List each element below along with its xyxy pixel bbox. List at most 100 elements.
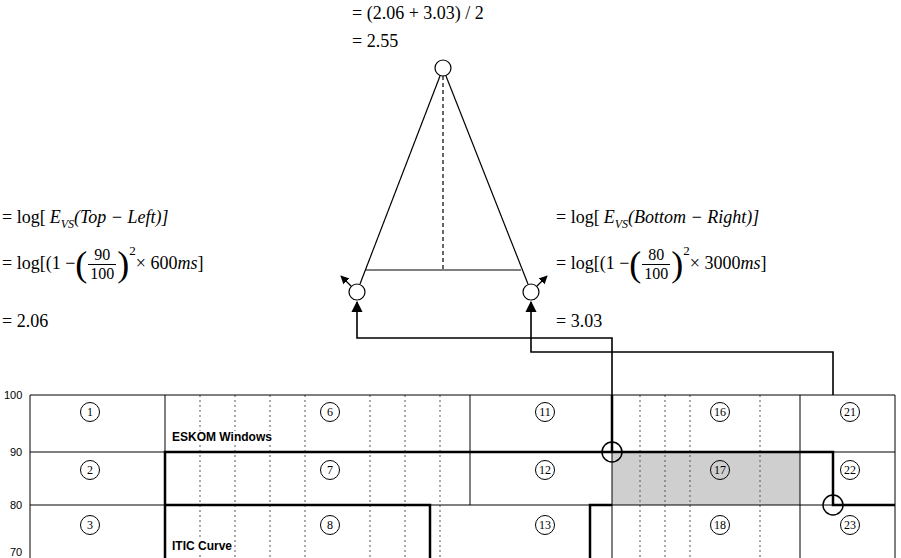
callout-number: 23 xyxy=(840,515,860,535)
formula-text: ) xyxy=(117,246,129,282)
formula-text: = 2.06 xyxy=(2,312,48,332)
formula-text: = log[ xyxy=(2,208,46,228)
formula-text: × 600 xyxy=(136,254,178,274)
corner-circle xyxy=(349,284,365,300)
callout-text: 2 xyxy=(87,464,93,476)
callout-text: 13 xyxy=(539,519,551,531)
formula-text: = 2.55 xyxy=(352,32,398,52)
text-line: ITIC Curve xyxy=(170,540,234,553)
formula-text: E xyxy=(604,208,615,228)
dotted-gridlines xyxy=(200,395,760,558)
callout-text: 8 xyxy=(327,519,333,531)
text-line: 70 xyxy=(10,546,22,558)
itic-curve-line xyxy=(165,505,612,558)
axis-label: 80 xyxy=(10,499,22,511)
text-line: 90 xyxy=(10,446,22,458)
median-line xyxy=(442,76,443,270)
formula-text: ) xyxy=(671,246,683,282)
formula-text: = (2.06 + 3.03) / 2 xyxy=(352,4,484,24)
fraction: 90100 xyxy=(88,246,116,282)
callout-text: 11 xyxy=(539,406,551,418)
fraction: 80100 xyxy=(642,246,670,282)
callout-text: 22 xyxy=(844,464,856,476)
pointer-arrow xyxy=(357,302,612,395)
callout-text: 17 xyxy=(714,464,726,476)
callout-number: 11 xyxy=(535,402,555,422)
callout-number: 21 xyxy=(840,402,860,422)
formula-text: VS xyxy=(61,218,74,231)
curve-label: ITIC Curve xyxy=(170,540,234,553)
fraction-numerator: 80 xyxy=(646,246,666,264)
apex-circle xyxy=(435,60,451,76)
formula-text: (Bottom − Right)] xyxy=(628,208,759,228)
formula-text: ( xyxy=(75,246,87,282)
pointer-arrow xyxy=(531,302,833,395)
axis-label: 70 xyxy=(10,546,22,558)
triangle-base xyxy=(365,269,521,270)
triangle-side xyxy=(360,76,440,284)
callout-number: 1 xyxy=(80,402,100,422)
text-line: 80 xyxy=(10,499,22,511)
formula-text: ] xyxy=(197,254,203,274)
curve-label: ESKOM Windows xyxy=(170,431,274,444)
fraction-denominator: 100 xyxy=(88,264,116,283)
corner-arrow xyxy=(341,276,351,286)
axis-label: 100 xyxy=(4,389,22,401)
callout-text: 1 xyxy=(87,406,93,418)
formula-text: ( xyxy=(629,246,641,282)
callout-number: 16 xyxy=(710,402,730,422)
callout-text: 7 xyxy=(327,464,333,476)
corner-arrow xyxy=(537,276,547,286)
formula-text: (Top − Left)] xyxy=(74,208,169,228)
callout-number: 22 xyxy=(840,460,860,480)
axis-label: 90 xyxy=(10,446,22,458)
callout-number: 2 xyxy=(80,460,100,480)
corner-circle xyxy=(523,284,539,300)
formula-text: VS xyxy=(615,218,628,231)
formula-text: = log[(1 − xyxy=(2,254,75,274)
table-lines xyxy=(30,395,895,558)
text-line: = 3.03 xyxy=(556,312,602,332)
callout-number: 8 xyxy=(320,515,340,535)
formula-text: ms xyxy=(177,254,197,274)
callout-number: 6 xyxy=(320,402,340,422)
crossing-marker xyxy=(823,495,843,515)
formula-text: E xyxy=(50,208,61,228)
callout-number: 18 xyxy=(710,515,730,535)
shaded-region xyxy=(612,452,800,505)
formula-text: = log[ xyxy=(556,208,600,228)
callout-text: 18 xyxy=(714,519,726,531)
callout-number: 12 xyxy=(535,460,555,480)
callout-text: 3 xyxy=(87,519,93,531)
callout-text: 23 xyxy=(844,519,856,531)
grid-table xyxy=(30,395,895,558)
callout-number: 17 xyxy=(710,460,730,480)
callout-text: 21 xyxy=(844,406,856,418)
eskom-window-line xyxy=(165,395,895,558)
formula-text: 2 xyxy=(129,244,136,258)
callout-text: 16 xyxy=(714,406,726,418)
formula-text: ms xyxy=(740,254,760,274)
text-line: = log[(1 −(90100)2× 600ms] xyxy=(2,246,203,282)
formula-text: = 3.03 xyxy=(556,312,602,332)
text-line: 100 xyxy=(4,389,22,401)
formula-text: = log[(1 − xyxy=(556,254,629,274)
text-line: = log[EVS(Bottom − Right)] xyxy=(556,208,759,228)
callout-number: 7 xyxy=(320,460,340,480)
text-line: = 2.06 xyxy=(2,312,48,332)
formula-text: 2 xyxy=(683,244,690,258)
text-line: = 2.55 xyxy=(352,32,398,52)
fraction-numerator: 90 xyxy=(92,246,112,264)
formula-text: ] xyxy=(760,254,766,274)
text-line: = log[(1 −(80100)2× 3000ms] xyxy=(556,246,766,282)
triangle-figure xyxy=(341,60,833,395)
callout-number: 13 xyxy=(535,515,555,535)
text-line: = (2.06 + 3.03) / 2 xyxy=(352,4,484,24)
triangle-side xyxy=(446,76,528,284)
formula-text: × 3000 xyxy=(690,254,741,274)
text-line: = log[EVS(Top − Left)] xyxy=(2,208,169,228)
fraction-denominator: 100 xyxy=(642,264,670,283)
callout-text: 12 xyxy=(539,464,551,476)
callout-text: 6 xyxy=(327,406,333,418)
crossing-marker xyxy=(602,442,622,462)
